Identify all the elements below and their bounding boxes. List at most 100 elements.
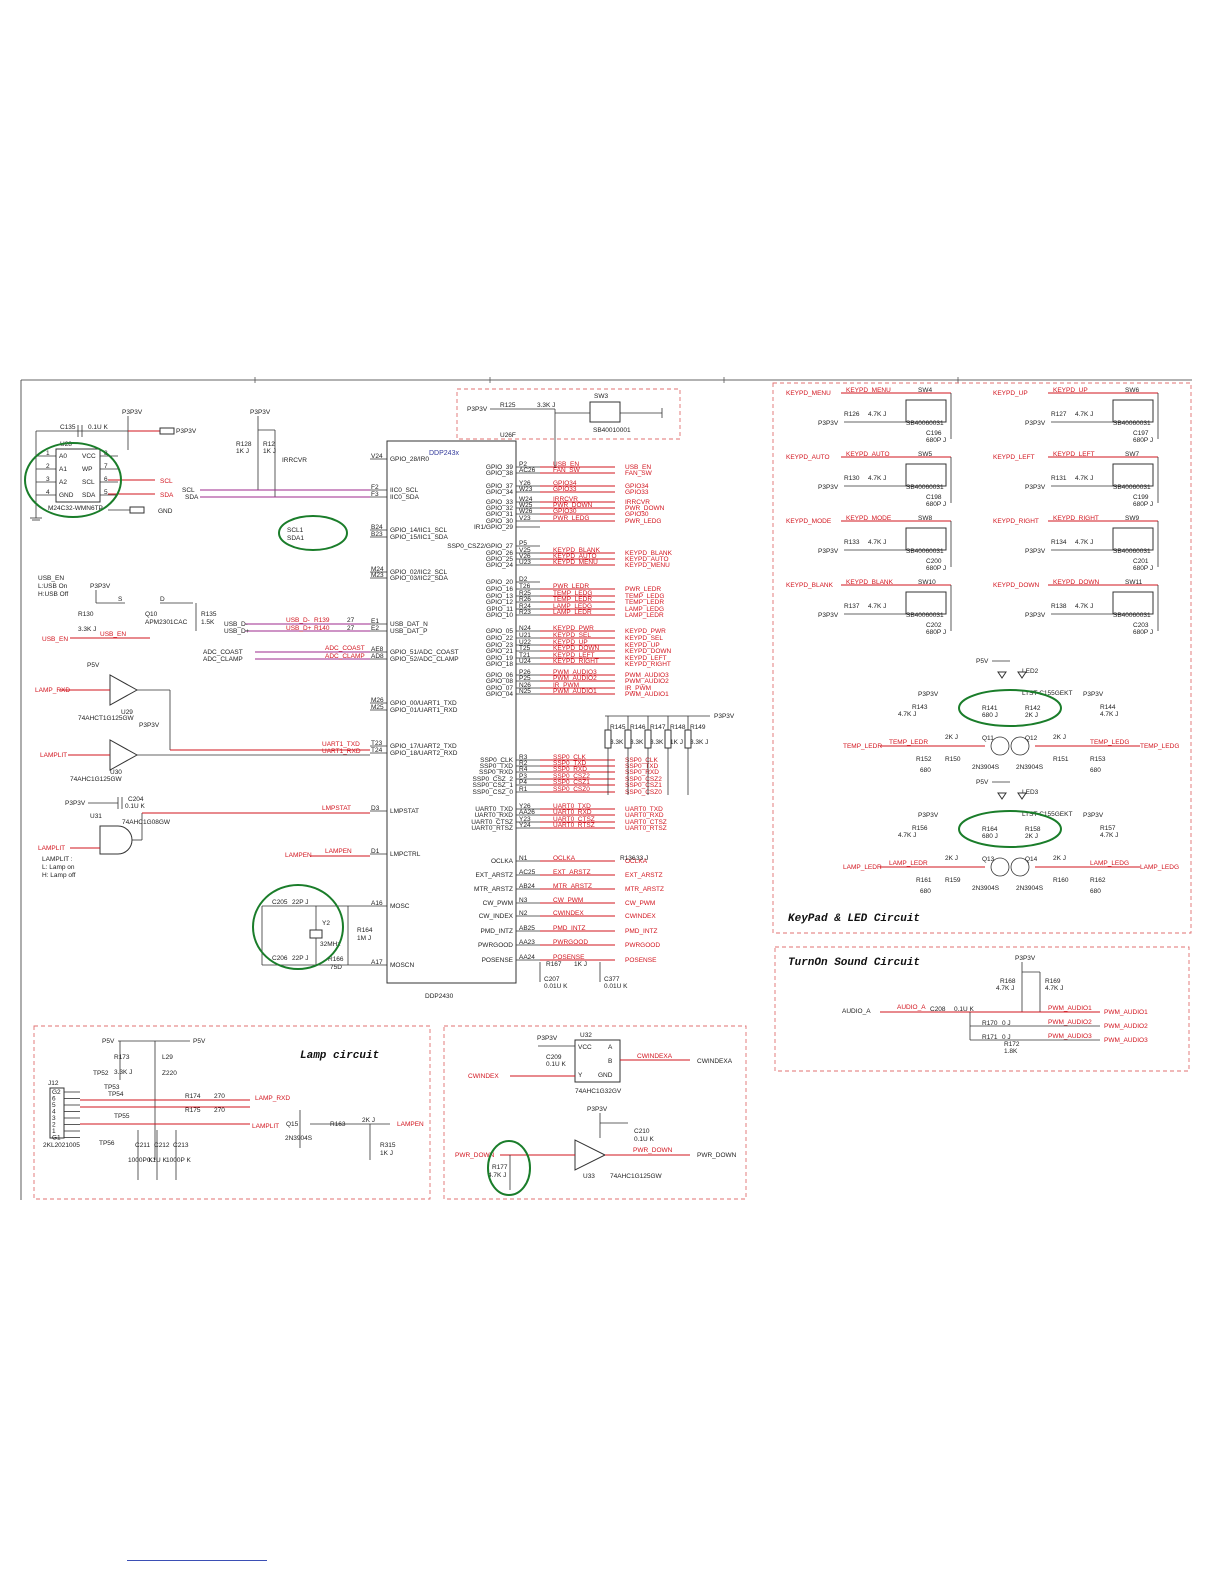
usb-block: USB_EN L:USB On H:USB Off P3P3V S D Q10 …	[38, 575, 370, 643]
led-qb-part: 2N3904S	[1016, 764, 1044, 771]
chip-left-pin-num: A16	[371, 900, 383, 907]
highlight-iic1	[278, 515, 348, 551]
lamp-buffers: P5V 74AHCT1G125GW U29 LAMP_RXD P3P3V 74A…	[35, 662, 370, 783]
keypad-sw-part: SB40060031	[906, 420, 944, 427]
chip-left-pin-num: F2	[371, 484, 379, 491]
led-left-port: TEMP_LEDR	[843, 743, 882, 750]
lamp-cap-value: 1000P K	[166, 1157, 191, 1164]
chip-right-net-label: TEMP_LEDR	[553, 596, 592, 603]
u33-power: P3P3V	[587, 1106, 608, 1113]
chip-right-pin-num: P26	[519, 669, 531, 676]
eeprom-right-pin-name: SCL	[82, 479, 95, 486]
lamp-p5v-1: P5V	[102, 1038, 115, 1045]
chip-right-net-port: PWR_DOWN	[625, 505, 665, 512]
crystal-c2-ref: C206	[272, 955, 288, 962]
chip-right-pin-name: EXT_ARSTZ	[475, 872, 513, 879]
chip-right-pin-name: SSP0_CLK	[480, 757, 514, 764]
pos-r-value: 1K J	[574, 961, 587, 968]
keypad-switch-body	[905, 463, 947, 487]
lamp-r315-value: 1K J	[380, 1150, 393, 1157]
usb-q-ref: Q10	[145, 611, 158, 618]
highlight-eeprom	[24, 442, 122, 518]
ssp-pullup-ref: R149	[690, 724, 706, 731]
chip-body	[386, 440, 517, 984]
chip-right-pin-name: GPIO_05	[486, 628, 513, 635]
chip-right-pin-num: R1	[519, 786, 528, 793]
keypad-net-label: KEYPD_AUTO	[846, 451, 890, 458]
eeprom-right-pin-num: 6	[104, 476, 108, 483]
lamp-r315-ref: R315	[380, 1142, 396, 1149]
ssp-pullup-ref: R147	[650, 724, 666, 731]
sound-r171-ref: R171	[982, 1034, 998, 1041]
led-qa-ref: Q13	[982, 856, 995, 863]
lamp-tp53: TP53	[104, 1084, 120, 1091]
keypad-c-ref: C201	[1133, 558, 1149, 565]
led-qb-ref: Q14	[1025, 856, 1038, 863]
sw3-power: P3P3V	[467, 406, 488, 413]
lampen-net-2: LAMPEN	[325, 848, 352, 855]
usb-rdp-net: USB_D+	[286, 625, 312, 632]
u32-part: 74AHC1G32GV	[575, 1088, 622, 1095]
keypad-sw-ref: SW7	[1125, 451, 1139, 458]
u32-pin-y: Y	[578, 1072, 583, 1079]
chip-right-pin-num: R24	[519, 603, 531, 610]
chip-right-pin-num: W24	[519, 496, 533, 503]
chip-left-pin-name: GPIO_28/IR0	[390, 456, 429, 463]
usb-note-1: USB_EN	[38, 575, 64, 582]
eeprom-power-flag: P3P3V	[176, 428, 197, 435]
eeprom-left-pin-num: 3	[46, 476, 50, 483]
chip-right-net-label: USB_EN	[553, 461, 579, 468]
chip-right-net-label: CW_PWM	[553, 897, 583, 904]
chip-right-pin-num: U24	[519, 658, 531, 665]
lmpstat-lamplit-net: LAMPLIT	[38, 845, 65, 852]
keypad-c-value: 680P J	[926, 437, 946, 444]
keypad-power: P3P3V	[1025, 548, 1046, 555]
chip-right-pin-name: CW_PWM	[483, 900, 513, 907]
keypad-sw-part: SB40060031	[1113, 484, 1151, 491]
keypad-net-port: KEYPD_MODE	[786, 518, 832, 525]
crystal-block: C205 22P J C206 22P J Y2 32MHz R164 1M J…	[261, 899, 373, 971]
chip-ref: U26F	[500, 432, 516, 439]
chip-right-net-port: PWRGOOD	[625, 942, 660, 949]
lamp-section-box	[33, 1025, 431, 1200]
lamp-l29-value: Z220	[162, 1070, 177, 1077]
chip-left-pin-num: B23	[371, 531, 383, 538]
chip-left-pin-name: GPIO_02/IIC2_SCL	[390, 569, 447, 576]
led-ra-ref: R141	[982, 705, 998, 712]
chip-right-pin-num: T25	[519, 645, 531, 652]
lamp-connector-body	[49, 1087, 65, 1139]
logic-pwr-down-port: PWR_DOWN	[455, 1152, 495, 1159]
ssp-pullup-value: 3.3K J	[690, 739, 708, 746]
sound-cap-value: 0.1U K	[954, 1006, 975, 1013]
u32-power: P3P3V	[537, 1035, 558, 1042]
chip-right-pin-name: SSP0_CSZ_0	[473, 789, 514, 796]
keypad-led-section-box	[772, 382, 1192, 934]
pullup-sda-label: SDA	[185, 494, 199, 501]
iic0-pullups: P3P3V R128 1K J R12 1K J SCL SDA IRRCVR	[182, 409, 370, 501]
u30-ref: U30	[110, 769, 122, 776]
keypad-c-ref: C197	[1133, 430, 1149, 437]
lamp-cap-ref: C211	[135, 1142, 150, 1149]
chip-right-pin-num: V23	[519, 515, 531, 522]
chip-right-pin-name: GPIO_18	[486, 661, 513, 668]
lamp-title: Lamp circuit	[300, 1050, 379, 1062]
chip-right-pin-name: UART0_RXD	[474, 812, 513, 819]
chip-right-pin-num: R23	[519, 609, 531, 616]
keypad-c-ref: C196	[926, 430, 942, 437]
keypad-c-ref: C198	[926, 494, 942, 501]
usb-rdp-ref: R140	[314, 625, 330, 632]
chip-right-pin-num: W25	[519, 502, 533, 509]
lamp-r174-value: 270	[214, 1093, 225, 1100]
chip-right-pin-num: T21	[519, 652, 531, 659]
crystal-c1-value: 22P J	[292, 899, 309, 906]
sound-title: TurnOn Sound Circuit	[788, 957, 920, 969]
logic-pwr-down-net: PWR_DOWN	[633, 1147, 673, 1154]
logic-cwindexa-net: CWINDEXA	[637, 1053, 673, 1060]
eeprom-right-pin-name: WP	[82, 466, 92, 473]
keypad-r-ref: R131	[1051, 475, 1067, 482]
chip-right-pin-num: P2	[519, 461, 527, 468]
lamp-r173-value: 3.3K J	[114, 1069, 132, 1076]
